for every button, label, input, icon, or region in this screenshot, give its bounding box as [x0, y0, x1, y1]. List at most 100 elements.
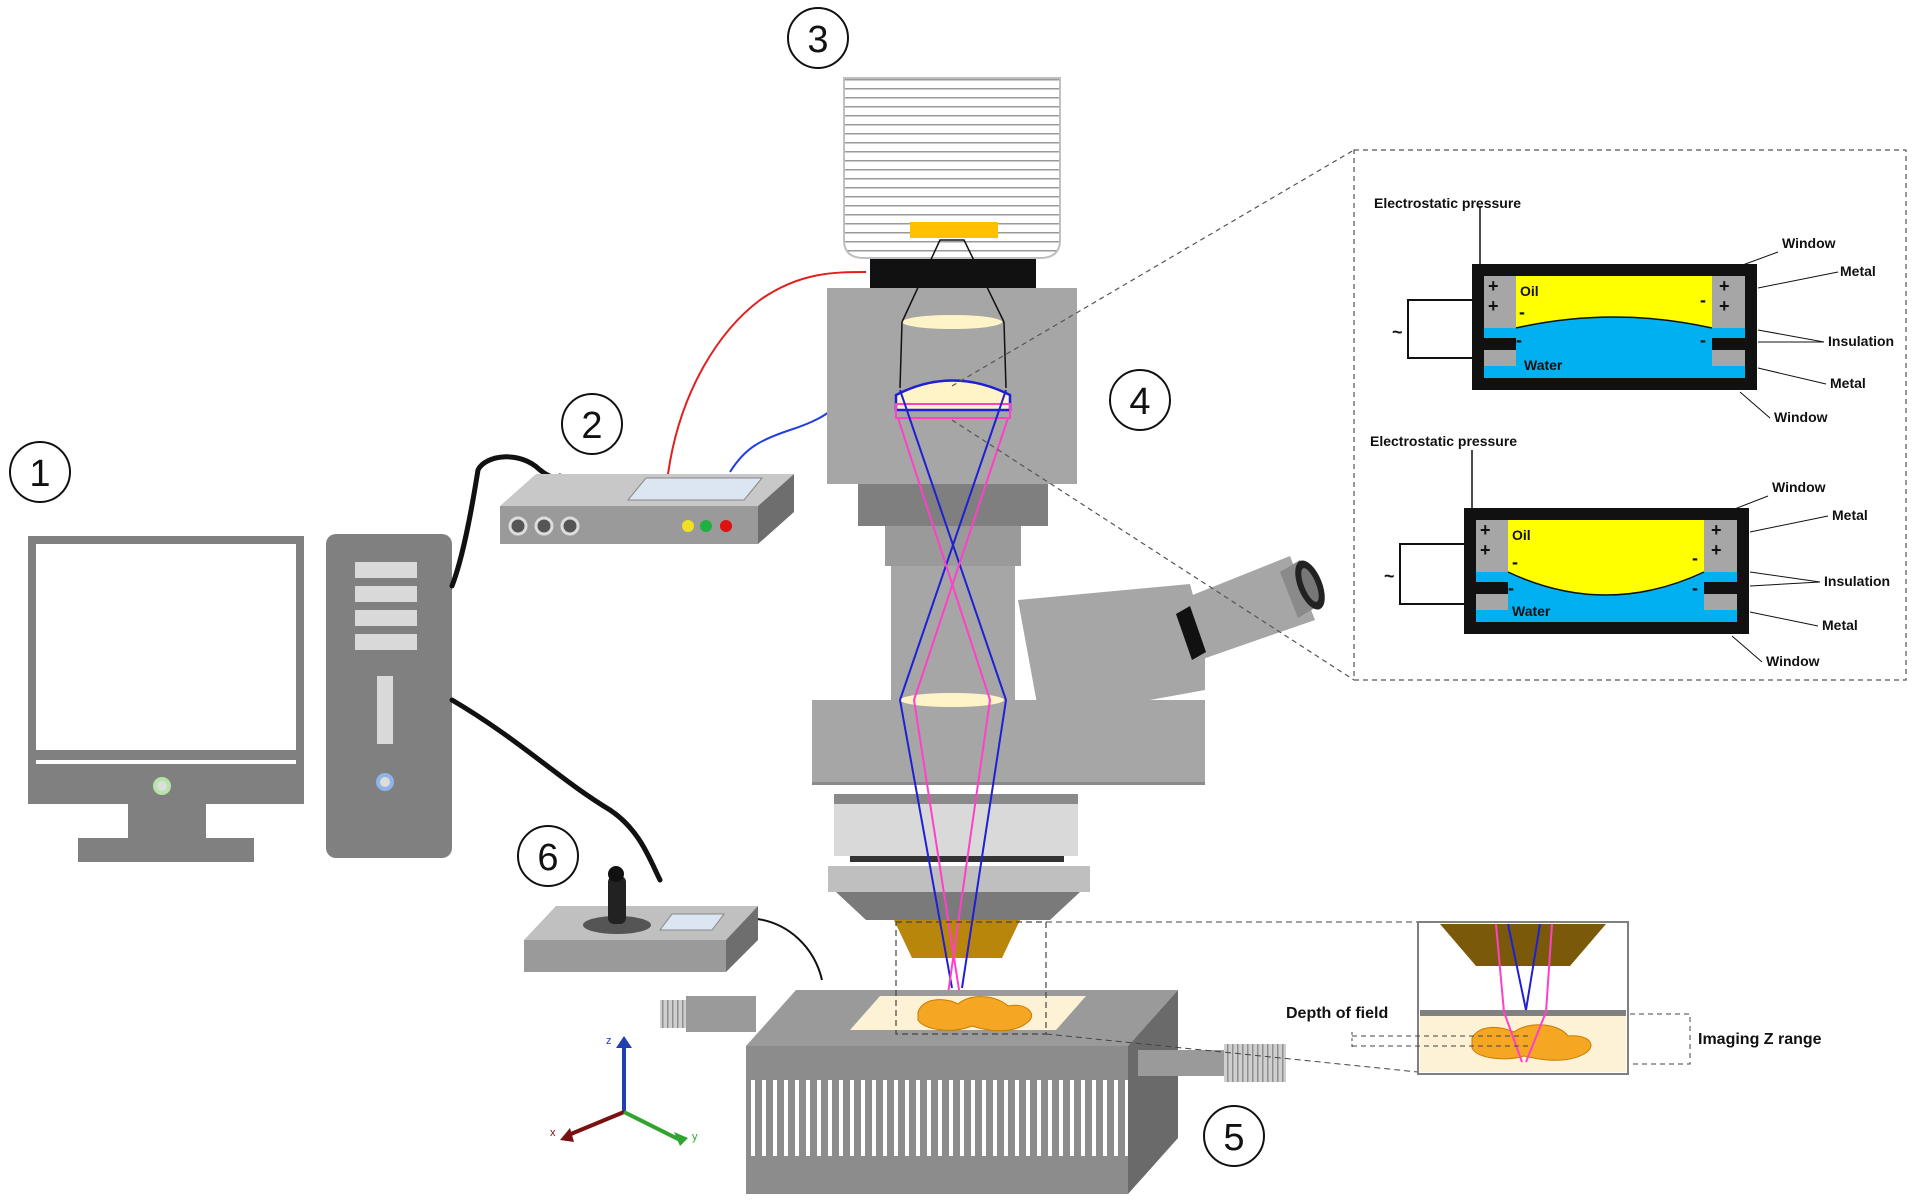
stage-knob-left-shaft [686, 996, 756, 1032]
lens1-window-bottom [1472, 378, 1757, 390]
controller-knob-3-icon [560, 516, 580, 536]
lens1-label-insulation: Insulation [1828, 333, 1894, 349]
label-depth-of-field: Depth of field [1286, 1005, 1388, 1022]
lens2-label-insulation: Insulation [1824, 573, 1890, 589]
axis-x-arrow-icon [560, 1128, 574, 1142]
cable-red [667, 271, 867, 475]
lens2-label-pressure: Electrostatic pressure [1370, 433, 1517, 449]
depth-inset [1351, 921, 1691, 1075]
callout-1-number: 1 [29, 453, 50, 495]
lens1-minus-lb: - [1516, 330, 1522, 350]
lens1-sep-left [1484, 338, 1516, 350]
nose-plate [828, 866, 1090, 892]
callout-1-circle [9, 441, 71, 503]
lens1-label-metal-top: Metal [1840, 263, 1876, 279]
beam-pink-a [897, 417, 992, 1023]
callout-3-number: 3 [807, 19, 828, 61]
depth-inset-slide-edge [1420, 1010, 1626, 1016]
lens1-metal-right-bottom [1712, 350, 1745, 366]
zoom-source-box [895, 921, 1047, 1035]
camera-mount [870, 258, 1036, 288]
lens2-circuit [1399, 543, 1464, 605]
cable-blue [729, 409, 833, 473]
lens2-metal-left-bottom [1476, 594, 1508, 610]
monitor-base [78, 838, 254, 862]
zoom-line-bottom [1045, 1033, 1419, 1073]
lens2-label-water: Water [1512, 603, 1551, 619]
lens1-minus-l: - [1519, 302, 1525, 322]
joystick-display [659, 913, 725, 931]
stage-knob-right-shaft [1138, 1050, 1224, 1076]
joystick-side [726, 906, 758, 972]
lens1-leader-metal-bottom [1757, 367, 1827, 385]
axis-triad: z x y [550, 1035, 698, 1146]
lens1-metal-right-top [1712, 276, 1745, 328]
lens2-leader-insulation-a [1749, 571, 1821, 583]
nose-ring-top [834, 794, 1078, 804]
axis-y-arrow-icon [674, 1132, 688, 1146]
lens1-insulation-left [1484, 328, 1516, 338]
drive-bay-4 [355, 634, 417, 650]
depth-beam-blue-a [1507, 923, 1527, 1011]
lens1-minus-r: - [1700, 290, 1706, 310]
eyepiece-collar [1176, 606, 1206, 660]
depth-inset-specimen [1471, 1024, 1592, 1061]
camera-focus-cone [901, 239, 1005, 323]
lens1-label-metal-bottom: Metal [1830, 375, 1866, 391]
callout-4-number: 4 [1129, 381, 1150, 423]
liquid-lens-curved [1399, 450, 1749, 634]
stage-knob-left-icon [660, 1000, 686, 1028]
lens2-plus-l2: + [1480, 540, 1491, 560]
lens1-metal-left-top [1484, 276, 1516, 328]
callout-5: 5 [1203, 1105, 1265, 1167]
controller-side [758, 474, 794, 544]
lens1-wall-left [1472, 276, 1484, 378]
cable-pc-to-joystick [449, 697, 663, 883]
callout-3-circle [787, 7, 849, 69]
cable-joystick-to-stage [747, 917, 823, 981]
lens2-plus-r1: + [1711, 520, 1722, 540]
specimen [917, 996, 1033, 1032]
axis-z-label: z [606, 1035, 612, 1047]
z-range-bracket [1630, 1013, 1691, 1065]
lens2-minus-rb: - [1692, 578, 1698, 598]
lens1-label-pressure: Electrostatic pressure [1374, 195, 1521, 211]
callout-4: 4 [1109, 369, 1171, 431]
callout-2: 2 [561, 393, 623, 455]
tunable-lens-icon [894, 379, 1012, 412]
joystick-controller [524, 866, 758, 972]
tower-power-button-core [380, 777, 390, 787]
callout-3: 3 [787, 7, 849, 69]
lens2-label-metal-top: Metal [1832, 507, 1868, 523]
objective-lens-icon [894, 920, 1020, 958]
joystick-socket [583, 916, 651, 934]
stage-fins [746, 1080, 1128, 1156]
lens2-leader-window-bottom [1731, 635, 1763, 663]
camera-body [842, 77, 1062, 259]
lens1-plus-l1: + [1488, 276, 1499, 296]
lens2-label-window-bottom: Window [1766, 653, 1820, 669]
callout-2-number: 2 [581, 405, 602, 447]
stage-side [1128, 990, 1178, 1194]
eyepiece-lens-inner [1301, 568, 1319, 602]
eyepiece-arm [1018, 584, 1205, 720]
lens2-minus-lb: - [1508, 578, 1514, 598]
stage-knob-right-icon [1224, 1044, 1286, 1082]
lens-zoom-line-top [951, 149, 1355, 387]
lens1-water-edge-left [1484, 366, 1516, 378]
body-lower [812, 700, 1205, 785]
label-imaging-z-range: Imaging Z range [1698, 1031, 1822, 1048]
lens1-minus-rb: - [1700, 330, 1706, 350]
monitor-neck [128, 804, 206, 838]
lens1-label-window-bottom: Window [1774, 409, 1828, 425]
lens1-tilde: ~ [1392, 322, 1403, 342]
pc-tower [326, 534, 452, 858]
motorized-stage [660, 990, 1286, 1194]
callout-6-circle [517, 825, 579, 887]
lens1-plus-l2: + [1488, 296, 1499, 316]
callout-5-circle [1203, 1105, 1265, 1167]
lens2-minus-r: - [1692, 548, 1698, 568]
lens1-circuit [1407, 299, 1472, 359]
